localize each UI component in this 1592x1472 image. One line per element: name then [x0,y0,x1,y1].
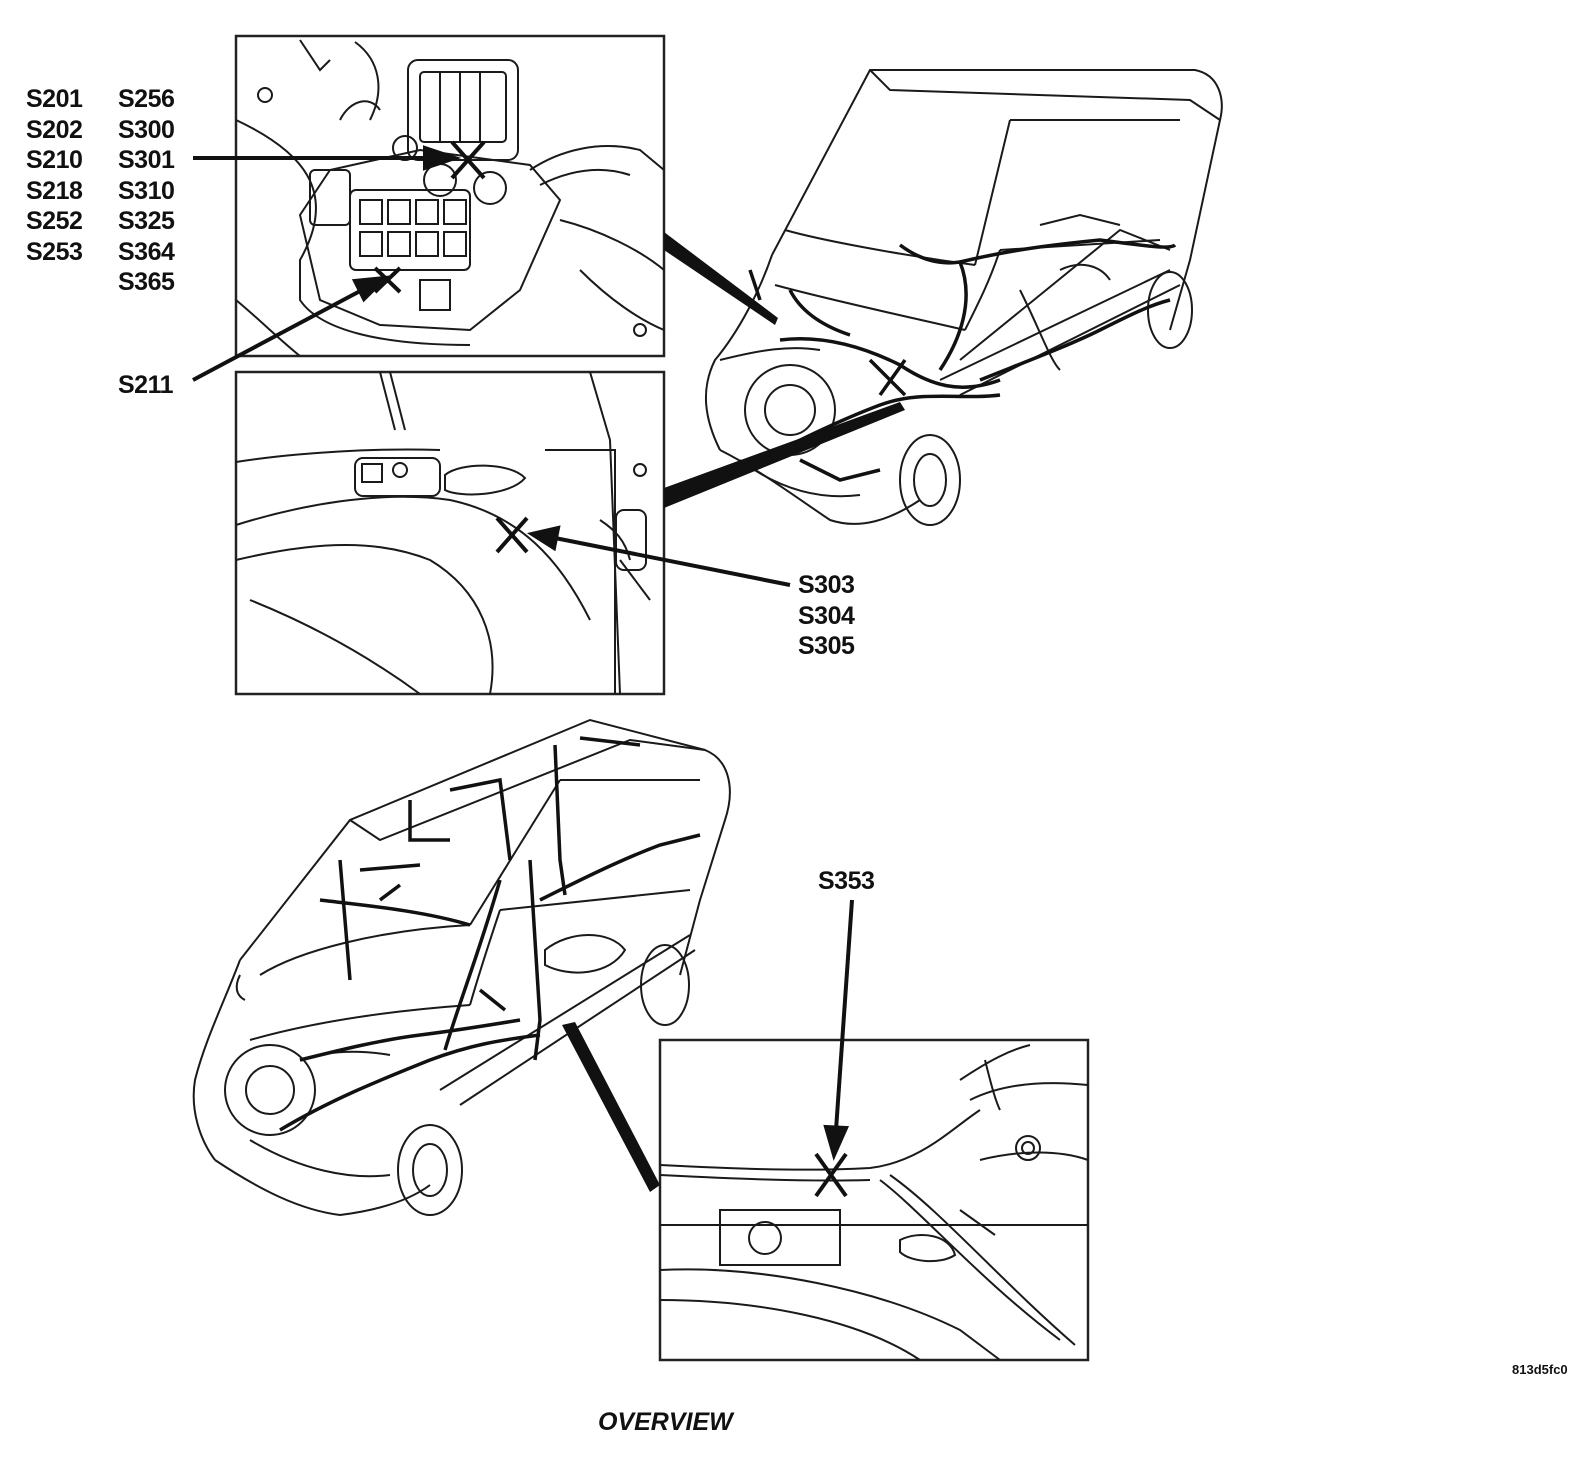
dashboard-labels-left: S201 S202 S210 S218 S252 S253 [26,84,83,267]
panel-connector-wedges [562,232,905,1192]
roof-detail-panel [658,1038,1090,1362]
splice-label-s211: S211 [118,371,174,399]
upper-van-illustration [704,69,1223,526]
splice-label: S201 [26,85,83,113]
callout-arrows [192,145,854,1161]
splice-label: S218 [26,176,83,205]
splice-label: S365 [118,268,175,296]
dashboard-labels-right: S256 S300 S301 S310 S325 S364 S365 [118,84,175,298]
splice-label: S300 [118,115,175,144]
lower-van-illustration [192,718,731,1217]
door-labels: S303 S304 S305 [798,570,855,662]
dashboard-detail-panel [234,34,666,358]
figure-code: 813d5fc0 [1512,1362,1568,1377]
splice-label-s353: S353 [818,867,875,895]
splice-label: S252 [26,207,83,235]
figure-caption: OVERVIEW [598,1408,733,1436]
splice-label: S325 [118,207,175,235]
splice-label: S303 [798,571,855,599]
lower-van-harness [279,736,701,1132]
splice-label: S364 [118,237,175,266]
door-detail-panel [234,370,666,696]
splice-label: S256 [118,85,175,113]
splice-label: S301 [118,146,175,174]
splice-label: S202 [26,115,83,144]
splice-label: S253 [26,237,83,266]
splice-label: S305 [798,632,855,660]
splice-label: S310 [118,176,175,205]
splice-label: S304 [798,601,855,630]
splice-label: S210 [26,146,83,174]
upper-van-harness [748,238,1177,482]
